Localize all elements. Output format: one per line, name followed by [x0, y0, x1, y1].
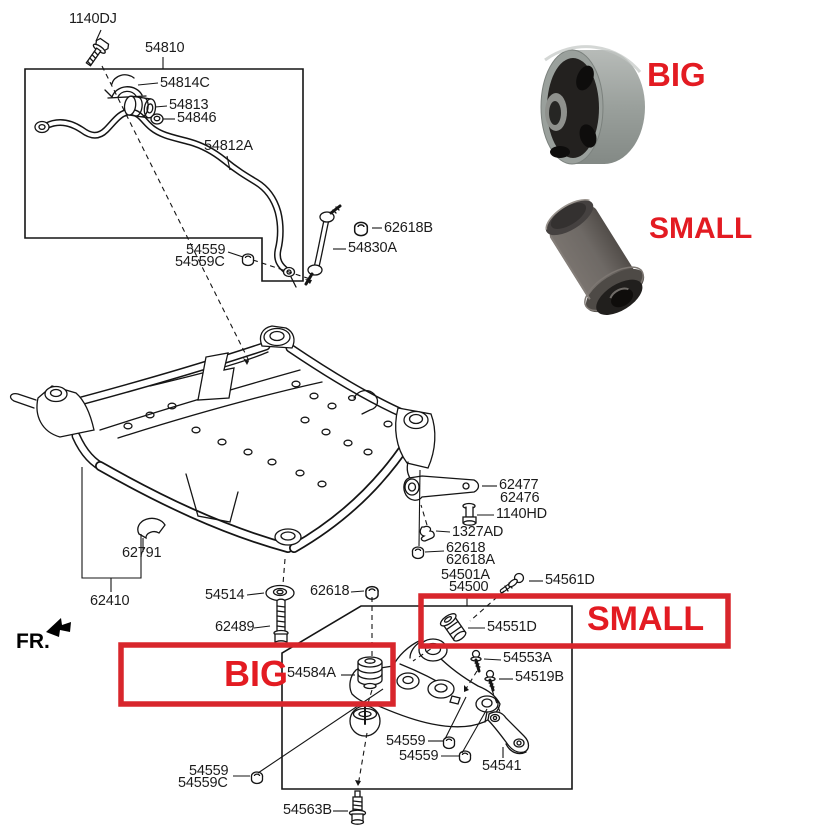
nut-62618a-icon — [411, 546, 425, 560]
bushing-54551d-icon — [439, 613, 467, 642]
bracket-54541-icon — [487, 711, 530, 755]
part-label-62618-right: 62618 — [446, 540, 486, 556]
big-highlight-caption: BIG — [224, 653, 289, 694]
nut-54846-icon — [150, 113, 164, 125]
bolt-54519b-icon — [484, 669, 496, 692]
bracket-54814c-icon — [104, 74, 147, 99]
big-bushing-photo — [540, 45, 645, 165]
part-label-54553a: 54553A — [503, 650, 552, 666]
part-label-54561d: 54561D — [545, 572, 595, 588]
part-label-54514: 54514 — [205, 587, 245, 603]
part-label-54584a: 54584A — [287, 665, 336, 681]
part-label-1327ad: 1327AD — [452, 524, 504, 540]
part-label-54500: 54500 — [449, 579, 489, 595]
part-label-54830a: 54830A — [348, 240, 397, 256]
washer-54514-icon — [265, 584, 295, 602]
part-label-54559c-bottom: 54559C — [178, 775, 228, 791]
part-label-62489: 62489 — [215, 619, 255, 635]
nut-62618b-icon — [353, 221, 369, 237]
nut-54559c-bottom-icon — [250, 771, 264, 785]
small-highlight-caption: SMALL — [587, 600, 705, 638]
part-label-54541: 54541 — [482, 758, 522, 774]
bushing-54584a-icon — [357, 656, 383, 690]
nut-54559-mid2-icon — [458, 750, 472, 764]
highlight-box-small — [418, 593, 731, 649]
fr-direction-arrow-icon — [46, 618, 71, 637]
small-bushing-photo — [545, 198, 645, 315]
small-photo-caption: SMALL — [649, 212, 753, 245]
highlight-rects — [118, 593, 731, 707]
part-label-54551d: 54551D — [487, 619, 537, 635]
part-label-54559c-upper: 54559C — [175, 254, 225, 270]
part-label-54559-mid2: 54559 — [399, 748, 439, 764]
fr-direction-label: FR. — [16, 630, 50, 653]
highlight-box-big — [118, 642, 396, 707]
stabilizer-group-box — [24, 68, 304, 282]
part-label-54812a: 54812A — [204, 138, 253, 154]
part-label-54501a: 54501A — [441, 567, 490, 583]
leader-arrowheads — [243, 279, 469, 786]
part-label-54519b: 54519B — [515, 669, 564, 685]
part-label-54810: 54810 — [145, 40, 185, 56]
bolt-1140dj-icon — [85, 37, 110, 67]
part-label-54813: 54813 — [169, 97, 209, 113]
bolt-62489-icon — [273, 598, 289, 646]
subframe-drawing — [9, 325, 480, 553]
nut-54559-upper-icon — [241, 253, 255, 267]
part-label-62791: 62791 — [122, 545, 162, 561]
clip-1327ad-icon — [419, 525, 435, 542]
part-label-62618a: 62618A — [446, 552, 495, 568]
part-label-62476: 62476 — [500, 490, 540, 506]
part-label-54814c: 54814C — [160, 75, 210, 91]
part-label-1140dj: 1140DJ — [69, 11, 117, 27]
stabilizer-bar-drawing — [34, 74, 297, 288]
part-label-54559-mid1: 54559 — [386, 733, 426, 749]
bushing-54813-icon — [123, 95, 157, 119]
part-label-54563b: 54563B — [283, 802, 332, 818]
lower-arm-group-box — [281, 605, 573, 790]
part-label-62410: 62410 — [90, 593, 130, 609]
part-label-1140hd: 1140HD — [496, 506, 547, 522]
part-label-62618-center: 62618 — [310, 583, 350, 599]
stabilizer-link-drawing — [241, 204, 369, 286]
part-label-62618b: 62618B — [384, 220, 433, 236]
bolt-1140hd-icon — [462, 502, 477, 526]
bolt-54553a-icon — [470, 649, 482, 673]
part-label-54559-upper: 54559 — [186, 242, 226, 258]
big-photo-caption: BIG — [647, 56, 706, 93]
bolt-54561d-icon — [499, 572, 525, 594]
part-label-62477: 62477 — [499, 477, 539, 493]
part-label-54846: 54846 — [177, 110, 217, 126]
part-label-54559-bottom: 54559 — [189, 763, 229, 779]
bolt-54563b-icon — [348, 790, 367, 825]
